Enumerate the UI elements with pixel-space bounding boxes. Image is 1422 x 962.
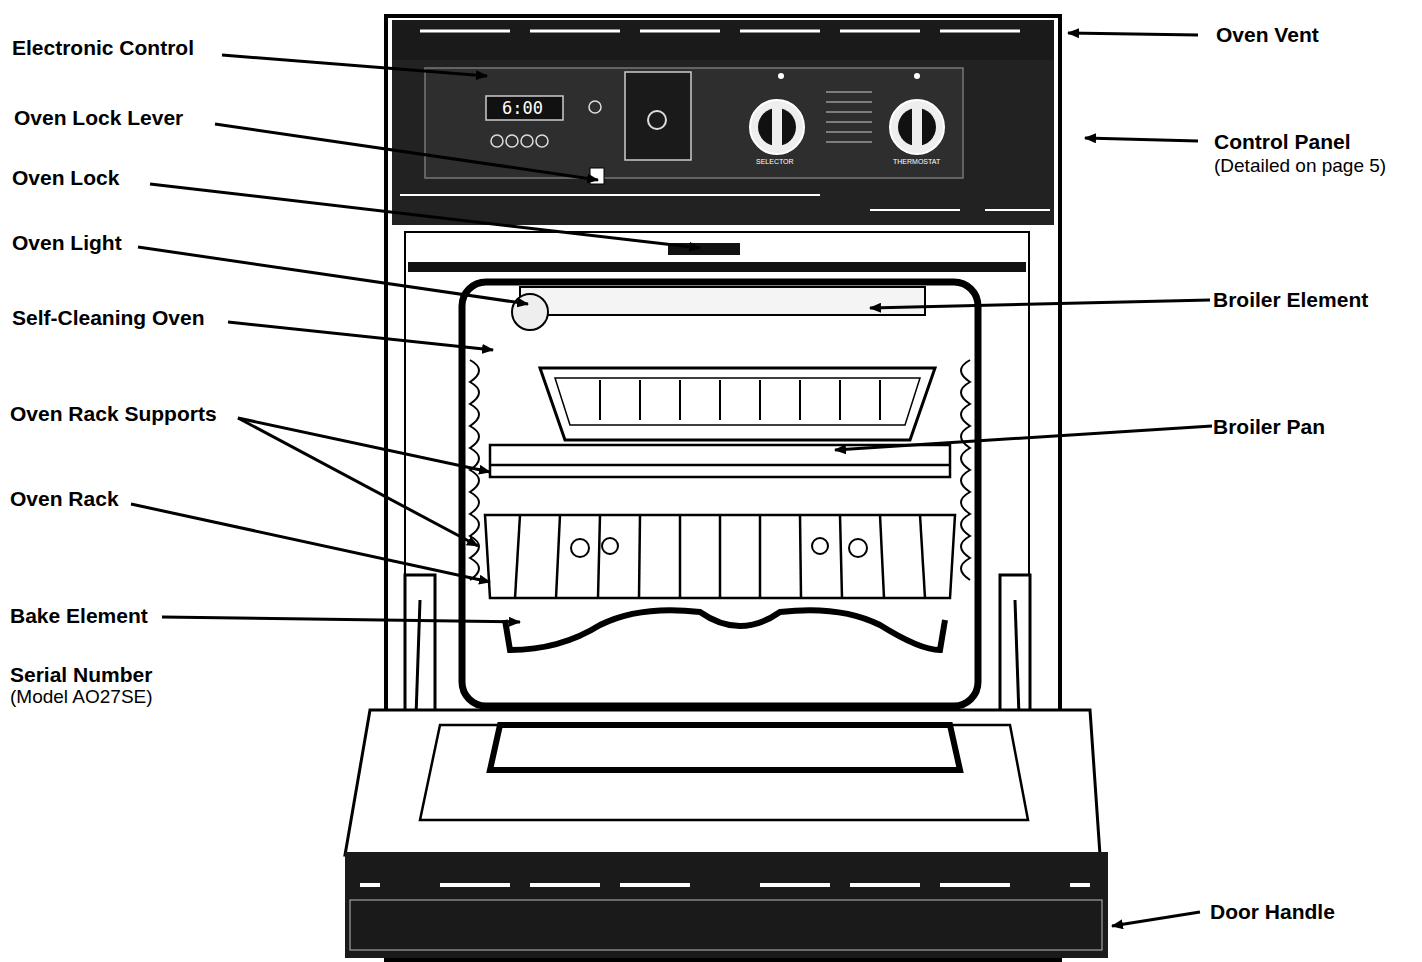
light-switch — [648, 111, 666, 129]
part-label: Serial Number — [10, 663, 152, 686]
part-label: Broiler Pan — [1213, 415, 1325, 438]
thermostat-knob — [890, 73, 944, 154]
model-note: (Model AO27SE) — [10, 687, 153, 708]
broiler-element — [520, 287, 925, 315]
part-label: Door Handle — [1210, 900, 1335, 923]
knob-label: SELECTOR — [756, 158, 794, 166]
panel-instructions — [826, 92, 872, 142]
oven-rack — [485, 515, 955, 598]
page-note: (Detailed on page 5) — [1214, 156, 1386, 177]
element-terminals — [571, 538, 867, 557]
part-label: Broiler Element — [1213, 288, 1368, 311]
oven-vent-band — [392, 20, 1054, 60]
door-trim-slots — [360, 883, 1090, 887]
upper-rack — [490, 445, 950, 477]
oven-cavity — [462, 282, 978, 706]
door-handle — [345, 892, 1108, 958]
part-label: Oven Light — [12, 231, 122, 254]
control-panel — [425, 68, 963, 178]
door-trim — [345, 852, 1108, 892]
light-switch-plate — [625, 72, 691, 160]
control-panel-band — [392, 60, 1054, 225]
part-label: Oven Vent — [1216, 23, 1319, 46]
timer-display — [486, 96, 563, 120]
part-label: Control Panel — [1214, 130, 1351, 153]
leader-lines — [131, 33, 1212, 926]
part-label: Bake Element — [10, 604, 148, 627]
part-label: Self-Cleaning Oven — [12, 306, 205, 329]
door-window — [490, 725, 960, 770]
part-label: Oven Rack — [10, 487, 119, 510]
vent-slots — [420, 30, 1020, 33]
timer-readout: 6:00 — [502, 99, 543, 118]
frame-trim — [408, 262, 1026, 272]
bake-element — [505, 610, 945, 650]
lock-lever — [590, 168, 604, 184]
door-handle-edge — [350, 900, 1102, 950]
broiler-pan — [540, 368, 935, 440]
part-label: Oven Lock — [12, 166, 119, 189]
panel-trim — [400, 195, 1050, 210]
part-label: Electronic Control — [12, 36, 194, 59]
oven-light — [512, 294, 548, 330]
oven-cabinet — [386, 16, 1060, 960]
door-inner-panel — [420, 725, 1028, 820]
part-label: Oven Lock Lever — [14, 106, 183, 129]
part-label: Oven Rack Supports — [10, 402, 217, 425]
knob-label: THERMOSTAT — [893, 158, 940, 166]
selector-knob — [750, 73, 804, 154]
oven-door — [345, 710, 1100, 855]
oven-frame — [405, 232, 1029, 712]
